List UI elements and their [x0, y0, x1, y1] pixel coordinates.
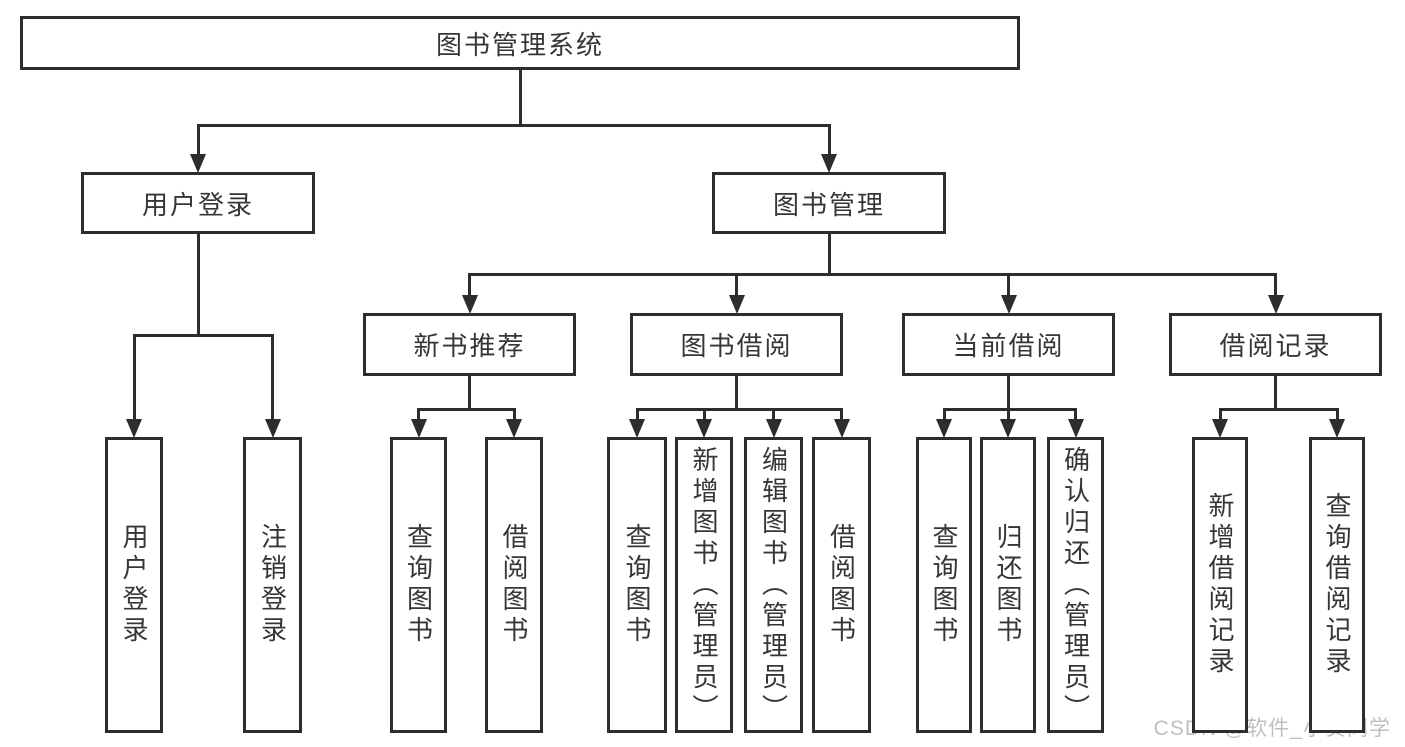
- down-arrowhead-icon: [410, 419, 427, 438]
- node-bb-query-book: 查询图书: [607, 437, 667, 733]
- node-cb-query-book: 查询图书: [916, 437, 972, 733]
- connector-bar: [635, 408, 843, 411]
- connector-stem: [840, 408, 843, 422]
- node-user-login: 用户登录: [81, 172, 315, 234]
- down-arrowhead-icon: [506, 419, 522, 438]
- node-label: 新增借阅记录: [1205, 492, 1235, 678]
- node-root: 图书管理系统: [20, 16, 1020, 70]
- node-label: 新增图书（管理员）: [689, 445, 719, 725]
- node-label: 查询借阅记录: [1322, 492, 1352, 678]
- down-arrowhead-icon: [696, 419, 712, 438]
- down-arrowhead-icon: [1267, 295, 1284, 314]
- node-label: 用户登录: [119, 523, 149, 647]
- connector-bar: [417, 408, 516, 411]
- connector-stem: [702, 408, 706, 422]
- node-label: 借阅记录: [1219, 331, 1332, 361]
- connector-bar: [132, 334, 274, 337]
- node-br-add-record: 新增借阅记录: [1192, 437, 1248, 733]
- connector-trunk: [196, 234, 200, 337]
- connector-stem: [772, 408, 775, 422]
- down-arrowhead-icon: [1000, 419, 1016, 438]
- node-label: 借阅图书: [826, 523, 857, 647]
- node-label: 图书管理: [772, 189, 885, 220]
- connector-stem: [196, 124, 200, 157]
- down-arrowhead-icon: [936, 419, 952, 438]
- down-arrowhead-icon: [461, 295, 478, 314]
- down-arrowhead-icon: [833, 419, 850, 438]
- node-label: 查询图书: [929, 523, 959, 647]
- down-arrowhead-icon: [728, 295, 745, 314]
- connector-stem: [1007, 273, 1010, 298]
- node-book-mgmt: 图书管理: [712, 172, 946, 234]
- connector-stem: [1274, 273, 1277, 298]
- connector-bar: [196, 124, 831, 127]
- node-label: 用户登录: [141, 189, 254, 220]
- connector-bar: [468, 273, 1277, 276]
- node-current-borrow: 当前借阅: [902, 313, 1115, 376]
- connector-stem: [827, 124, 831, 157]
- node-bb-borrow-book: 借阅图书: [812, 437, 871, 733]
- node-label: 查询图书: [403, 523, 434, 647]
- node-borrow-records: 借阅记录: [1169, 313, 1382, 376]
- connector-stem: [942, 408, 946, 422]
- connector-bar: [1218, 408, 1339, 411]
- node-label: 新书推荐: [413, 331, 526, 361]
- node-label: 注销登录: [257, 523, 288, 647]
- node-label: 图书借阅: [680, 331, 793, 361]
- connector-trunk: [1007, 376, 1010, 411]
- connector-stem: [1335, 408, 1339, 422]
- down-arrowhead-icon: [629, 419, 645, 438]
- down-arrowhead-icon: [1329, 419, 1345, 438]
- connector-trunk: [827, 234, 831, 276]
- connector-stem: [468, 273, 471, 298]
- node-rec-borrow-book: 借阅图书: [485, 437, 543, 733]
- node-new-book-rec: 新书推荐: [363, 313, 576, 376]
- down-arrowhead-icon: [765, 419, 782, 438]
- node-label: 确认归还（管理员）: [1060, 445, 1091, 725]
- node-label: 编辑图书（管理员）: [758, 445, 789, 725]
- node-cb-return-book: 归还图书: [980, 437, 1036, 733]
- down-arrowhead-icon: [126, 419, 142, 438]
- connector-stem: [512, 408, 516, 422]
- connector-stem: [1218, 408, 1222, 422]
- node-login: 用户登录: [105, 437, 163, 733]
- node-bb-add-book: 新增图书（管理员）: [675, 437, 733, 733]
- node-label: 当前借阅: [952, 331, 1065, 361]
- node-bb-edit-book: 编辑图书（管理员）: [744, 437, 803, 733]
- connector-bar: [942, 408, 1077, 411]
- connector-trunk: [518, 70, 522, 127]
- down-arrowhead-icon: [1212, 419, 1228, 438]
- down-arrowhead-icon: [264, 419, 281, 438]
- connector-trunk: [468, 376, 471, 411]
- node-rec-query-book: 查询图书: [390, 437, 447, 733]
- node-label: 归还图书: [993, 523, 1023, 647]
- down-arrowhead-icon: [190, 154, 206, 173]
- connector-stem: [271, 334, 274, 422]
- node-label: 查询图书: [622, 523, 652, 647]
- node-label: 图书管理系统: [435, 29, 604, 60]
- connector-trunk: [735, 376, 738, 411]
- node-label: 借阅图书: [499, 523, 529, 647]
- connector-stem: [1006, 408, 1010, 422]
- connector-stem: [417, 408, 420, 422]
- node-logout: 注销登录: [243, 437, 302, 733]
- node-book-borrow: 图书借阅: [630, 313, 843, 376]
- connector-stem: [1074, 408, 1077, 422]
- connector-stem: [635, 408, 639, 422]
- down-arrowhead-icon: [1000, 295, 1017, 314]
- node-cb-confirm-return: 确认归还（管理员）: [1047, 437, 1104, 733]
- node-br-query-record: 查询借阅记录: [1309, 437, 1365, 733]
- down-arrowhead-icon: [1067, 419, 1084, 438]
- connector-stem: [735, 273, 738, 298]
- down-arrowhead-icon: [821, 154, 837, 173]
- connector-trunk: [1274, 376, 1277, 411]
- connector-stem: [132, 334, 136, 422]
